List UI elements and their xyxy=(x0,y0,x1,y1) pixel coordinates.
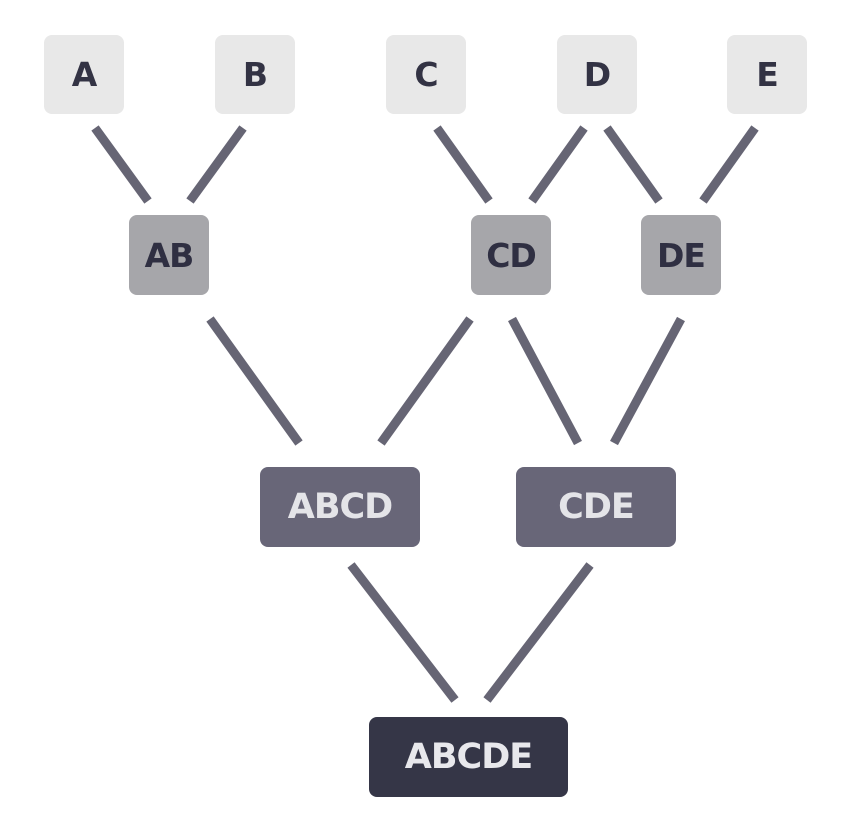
node-abcde: ABCDE xyxy=(369,717,568,797)
edge-de-cde xyxy=(610,316,685,446)
node-cd: CD xyxy=(471,215,551,295)
node-ab: AB xyxy=(129,215,209,295)
edge-e-de xyxy=(699,125,759,204)
node-cde: CDE xyxy=(516,467,676,547)
node-d: D xyxy=(557,35,637,114)
edge-b-ab xyxy=(186,125,247,204)
edge-ab-abcd xyxy=(206,316,303,446)
node-de: DE xyxy=(641,215,721,295)
edge-d-de xyxy=(603,125,663,204)
node-c: C xyxy=(386,35,466,114)
edge-abcd-abcde xyxy=(347,562,459,703)
node-abcd: ABCD xyxy=(260,467,420,547)
edge-cd-abcd xyxy=(377,316,474,446)
edge-cd-cde xyxy=(508,316,582,446)
edge-cde-abcde xyxy=(483,562,594,703)
edge-a-ab xyxy=(91,125,152,204)
node-b: B xyxy=(215,35,295,114)
node-a: A xyxy=(44,35,124,114)
edge-c-cd xyxy=(433,125,493,204)
node-e: E xyxy=(727,35,807,114)
edge-d-cd xyxy=(528,125,588,204)
